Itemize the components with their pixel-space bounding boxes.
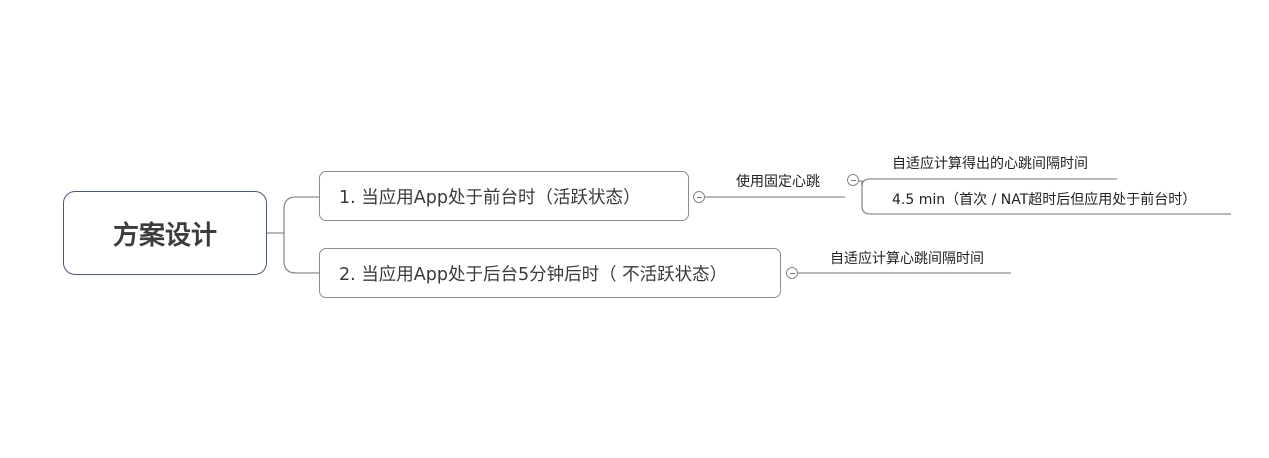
fixed-heartbeat-to-adaptive-line — [859, 178, 1117, 187]
collapse-toggle-icon[interactable] — [786, 267, 798, 279]
root-topic-label: 方案设计 — [112, 220, 217, 251]
leaf-4.5-min-label: 4.5 min（首次 / NAT超时后但应用处于前台时） — [892, 192, 1197, 208]
leaf-adaptive-interval[interactable]: 自适应计算得出的心跳间隔时间 — [892, 155, 1088, 173]
branch-topic-foreground[interactable]: 1. 当应用App处于前台时（活跃状态） — [319, 171, 689, 221]
subtopic-fixed-heartbeat[interactable]: 使用固定心跳 — [736, 173, 820, 191]
fixed-heartbeat-to-4.5min-line — [861, 181, 1231, 215]
branch-topic-background[interactable]: 2. 当应用App处于后台5分钟后时（ 不活跃状态） — [319, 248, 781, 298]
root-to-branch-1-line — [267, 196, 319, 234]
branch-topic-foreground-label: 1. 当应用App处于前台时（活跃状态） — [339, 187, 641, 208]
collapse-toggle-icon[interactable] — [847, 174, 859, 186]
leaf-4.5-min[interactable]: 4.5 min（首次 / NAT超时后但应用处于前台时） — [892, 191, 1196, 209]
root-to-branch-2-line — [283, 233, 319, 274]
leaf-adaptive-interval-label: 自适应计算得出的心跳间隔时间 — [892, 156, 1088, 172]
subtopic-fixed-heartbeat-label: 使用固定心跳 — [736, 174, 820, 190]
branch-topic-background-label: 2. 当应用App处于后台5分钟后时（ 不活跃状态） — [339, 264, 728, 285]
leaf-adaptive-heartbeat-interval-label: 自适应计算心跳间隔时间 — [830, 251, 984, 267]
collapse-toggle-icon[interactable] — [693, 191, 705, 203]
root-topic[interactable]: 方案设计 — [63, 191, 267, 275]
leaf-adaptive-heartbeat-interval[interactable]: 自适应计算心跳间隔时间 — [830, 250, 984, 268]
